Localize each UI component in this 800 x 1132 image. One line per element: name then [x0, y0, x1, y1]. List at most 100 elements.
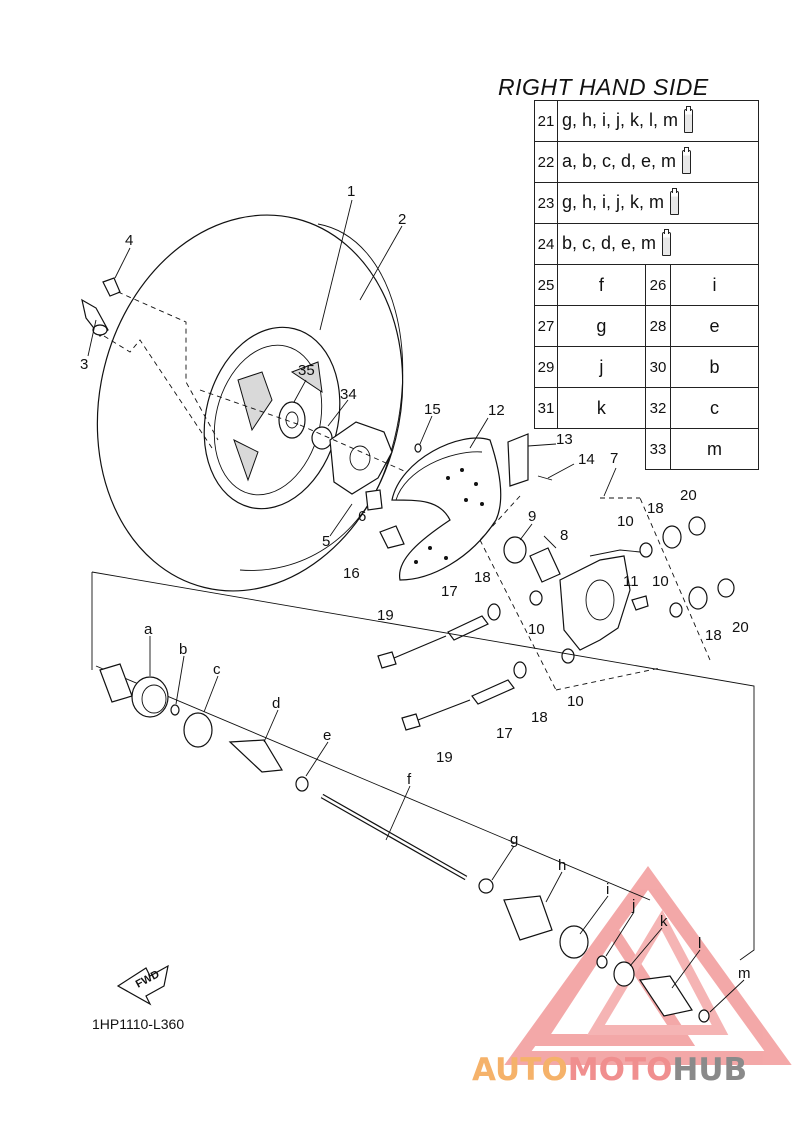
bushing-10	[669, 602, 683, 618]
part-letter: f	[557, 264, 646, 306]
callout-8: 8	[560, 527, 568, 544]
callout-7: 7	[610, 450, 618, 467]
rear-knuckle	[559, 549, 641, 651]
wheel-hub-1	[329, 421, 393, 495]
cap-20	[717, 578, 735, 598]
part-letters: g, h, i, j, k, m	[557, 182, 759, 224]
ref-number: 27	[534, 305, 558, 347]
circlip-m	[698, 1009, 710, 1023]
callout-2: 2	[398, 211, 406, 228]
rim-spoke	[233, 439, 259, 482]
valve-stem-3	[81, 298, 109, 337]
callout-1: 1	[347, 183, 355, 200]
ref-number: 33	[644, 428, 672, 470]
boot-band-i	[559, 925, 589, 959]
callout-19: 19	[377, 607, 394, 624]
boot-band-g	[478, 878, 494, 894]
hub-bearing-35	[278, 401, 306, 439]
cv-joint-a	[99, 663, 169, 718]
part-letters: g, h, i, j, k, l, m	[557, 100, 759, 142]
disc-guard-13	[507, 433, 529, 487]
grease-tube-icon	[682, 147, 692, 174]
bolt-19	[393, 635, 447, 659]
ref-number: 29	[534, 346, 558, 388]
table-row: 22 a, b, c, d, e, m	[534, 141, 759, 183]
callout-20: 20	[732, 619, 749, 636]
rim-spoke	[237, 371, 273, 432]
collar-18	[487, 603, 501, 621]
watermark-word-auto: AUTO	[472, 1052, 568, 1088]
callout-d: d	[272, 695, 280, 712]
boot-h	[503, 895, 553, 941]
rim-spoke	[290, 361, 323, 394]
callout-e: e	[323, 727, 331, 744]
callout-35: 35	[298, 362, 315, 379]
callout-19: 19	[436, 749, 453, 766]
part-letters: b, c, d, e, m	[557, 223, 759, 265]
bushing-10	[561, 648, 575, 664]
callout-17: 17	[441, 583, 458, 600]
boot-band-e	[295, 776, 309, 792]
collar-18	[513, 661, 527, 679]
brake-disc-12	[391, 437, 502, 581]
ref-number: 24	[534, 223, 558, 265]
valve-cap-4	[102, 277, 121, 297]
ref-number: 22	[534, 141, 558, 183]
bolt-19	[417, 699, 471, 721]
tire-tread-edge	[239, 223, 404, 571]
callout-l: l	[698, 935, 701, 952]
table-row: 24 b, c, d, e, m	[534, 223, 759, 265]
callout-34: 34	[340, 386, 357, 403]
part-letter: e	[670, 305, 759, 347]
callout-11: 11	[623, 573, 639, 590]
table-row: 27 g 28 e	[534, 305, 759, 347]
screw-14	[537, 475, 553, 481]
callout-14: 14	[578, 451, 595, 468]
boot-d	[228, 739, 284, 773]
bushing-10	[639, 542, 653, 558]
circlip-j	[596, 955, 608, 969]
diagram-code: 1HP1110-L360	[92, 1016, 185, 1032]
table-row: 23 g, h, i, j, k, m	[534, 182, 759, 224]
bolt-19-head	[401, 713, 421, 731]
part-letter: g	[557, 305, 646, 347]
bearing-8	[529, 547, 561, 583]
callout-g: g	[510, 831, 518, 848]
table-row: 21 g, h, i, j, k, l, m	[534, 100, 759, 142]
dust-seal-k	[613, 961, 635, 987]
callout-13: 13	[556, 431, 573, 448]
boot-band-c	[183, 712, 213, 748]
circlip-b	[170, 704, 180, 716]
washer-15	[414, 443, 422, 453]
circlip-9	[503, 536, 527, 564]
watermark-word-hub: HUB	[672, 1052, 747, 1088]
callout-b: b	[179, 641, 187, 658]
callout-3: 3	[80, 356, 88, 373]
knuckle-assembly-box-7	[479, 495, 711, 691]
grease-tube-icon	[662, 229, 672, 256]
callout-18: 18	[647, 500, 664, 517]
callout-c: c	[213, 661, 221, 678]
callout-j: j	[631, 897, 635, 914]
right-hand-side-title: RIGHT HAND SIDE	[498, 74, 709, 100]
valve-cap-leader	[117, 291, 219, 441]
watermark-word-moto: MOTO	[568, 1052, 673, 1088]
callout-i: i	[606, 881, 609, 898]
callout-18: 18	[474, 569, 491, 586]
leader-lines	[87, 199, 745, 1013]
collar-18	[688, 586, 708, 610]
part-letters: a, b, c, d, e, m	[557, 141, 759, 183]
parts-grease-table: 21 g, h, i, j, k, l, m 22 a, b, c, d, e,…	[534, 100, 759, 470]
callout-k: k	[660, 913, 668, 930]
collar-18	[662, 525, 682, 549]
bolt-19-head	[377, 651, 397, 669]
cap-20	[688, 516, 706, 536]
cv-joint-l	[638, 975, 693, 1017]
part-letter: k	[557, 387, 646, 429]
callout-10: 10	[528, 621, 545, 638]
callout-15: 15	[424, 401, 441, 418]
part-letter: i	[670, 264, 759, 306]
callout-16: 16	[343, 565, 360, 582]
ref-number: 21	[534, 100, 558, 142]
